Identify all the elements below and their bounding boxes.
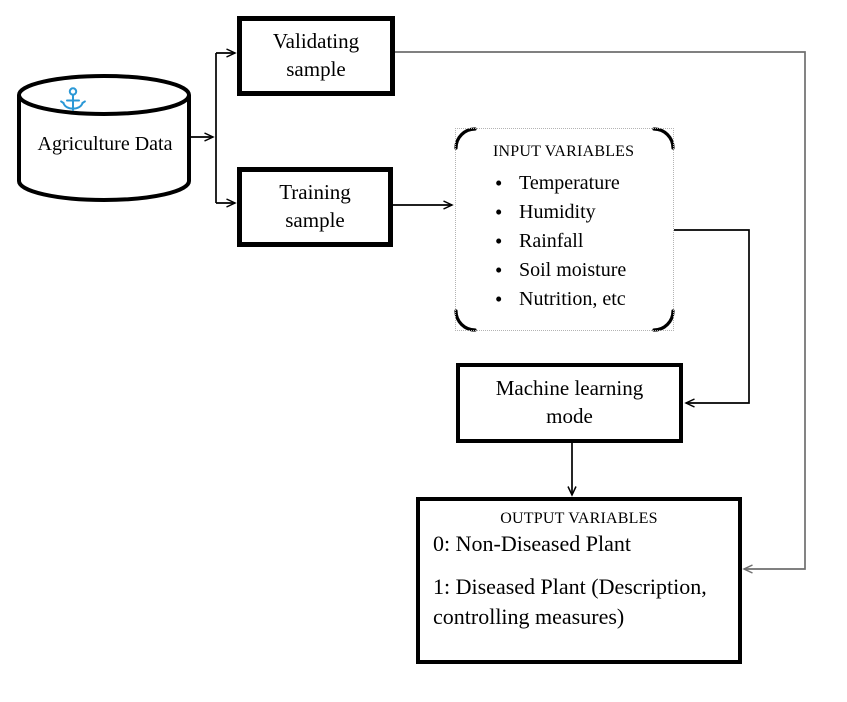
list-item: • Temperature (495, 169, 673, 198)
input-variable-label: Rainfall (519, 230, 584, 252)
list-item: • Soil moisture (495, 256, 673, 285)
input-variables-panel: INPUT VARIABLES • Temperature • Humidity… (455, 128, 674, 331)
bullet-icon: • (495, 258, 503, 282)
machine-learning-label: Machine learning mode (495, 376, 644, 428)
validating-sample-label: Validating sample (272, 29, 360, 81)
anchor-icon (60, 87, 86, 111)
input-variable-label: Temperature (519, 172, 620, 194)
validating-sample-box: Validating sample (237, 16, 395, 96)
training-sample-box: Training sample (237, 167, 393, 247)
list-item: • Humidity (495, 198, 673, 227)
bullet-icon: • (495, 287, 503, 311)
input-variable-label: Soil moisture (519, 259, 627, 281)
input-variables-list: • Temperature • Humidity • Rainfall • So… (495, 169, 673, 314)
input-panel-corner-arcs (454, 127, 675, 332)
machine-learning-box: Machine learning mode (456, 363, 683, 443)
list-item: • Nutrition, etc (495, 285, 673, 314)
arrow-validating-to-output (395, 51, 806, 574)
agriculture-data-label: Agriculture Data (37, 133, 173, 155)
input-variable-label: Nutrition, etc (519, 288, 626, 310)
input-variable-label: Humidity (519, 201, 596, 223)
bullet-icon: • (495, 171, 503, 195)
training-sample-label: Training sample (279, 180, 351, 232)
bullet-icon: • (495, 200, 503, 224)
output-item-diseased: 1: Diseased Plant (Description, controll… (433, 574, 707, 629)
agriculture-data-cylinder (17, 74, 191, 202)
input-variables-title: INPUT VARIABLES (493, 143, 635, 160)
output-item-non-diseased: 0: Non-Diseased Plant (433, 531, 631, 556)
bullet-icon: • (495, 229, 503, 253)
output-variables-title: OUTPUT VARIABLES (500, 510, 658, 527)
list-item: • Rainfall (495, 227, 673, 256)
output-variables-box: OUTPUT VARIABLES 0: Non-Diseased Plant 1… (416, 497, 742, 664)
arrow-input-to-ml (674, 229, 750, 408)
